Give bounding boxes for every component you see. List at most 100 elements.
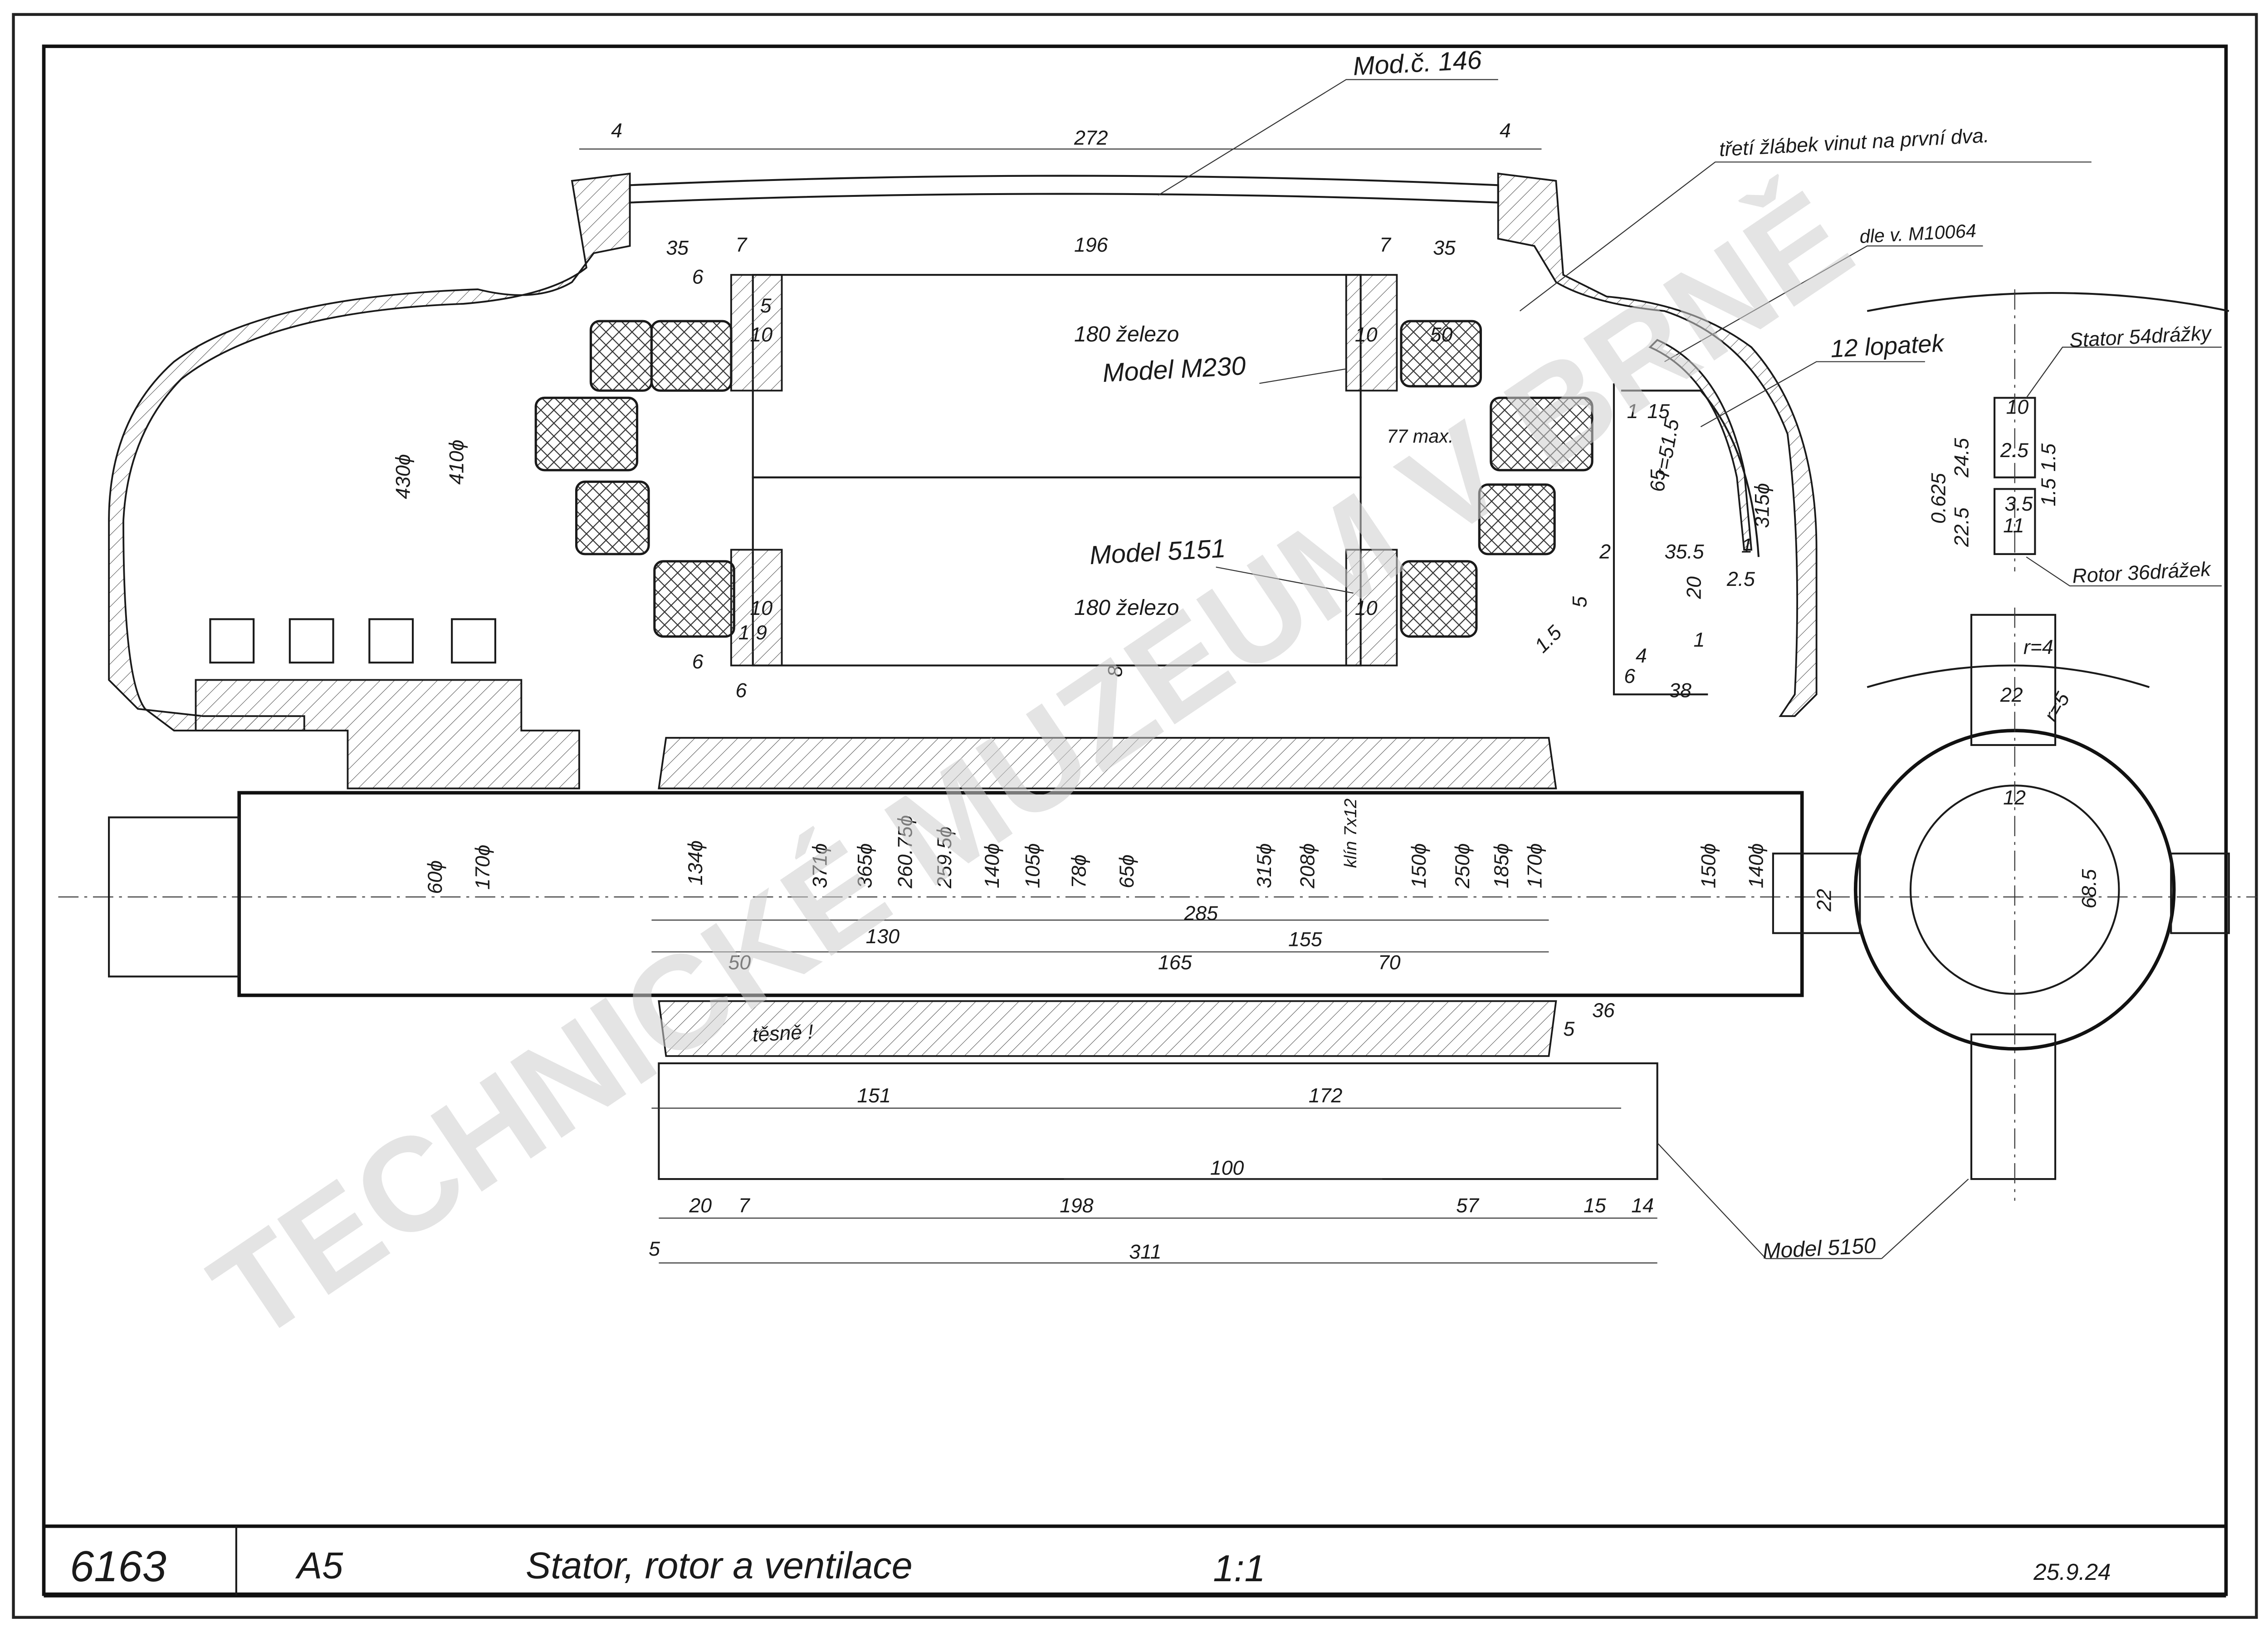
dimension-fan: 38 (1669, 680, 1691, 702)
annotation-model-5151: Model 5151 (1089, 534, 1226, 570)
dimension-housing-dia: 430ϕ (392, 454, 415, 499)
rotor-sleeve-upper (658, 737, 1557, 789)
drawing-number: 6163 (70, 1542, 166, 1591)
dimension-shaft-dia: 365ϕ (854, 843, 876, 888)
dimension-core-lower: 6 (692, 651, 704, 673)
dimension-core-lower: 9 (756, 622, 767, 644)
dimension-shaft-len: 50 (728, 951, 751, 974)
drawing-format: A5 (295, 1544, 343, 1587)
dimension-shaft-dia: 78ϕ (1068, 854, 1090, 888)
rotor-sleeve-lower (658, 1000, 1557, 1057)
dimension-shaft-len: 7 (738, 1194, 751, 1217)
left-bearing-hub (195, 679, 580, 789)
fan-guide (1648, 339, 1753, 551)
commutator-segments (209, 618, 496, 664)
dimension-fan: 2 (1599, 541, 1611, 563)
dimension-slot-detail: 1.5 (2038, 443, 2060, 472)
dimension-fan: 1 (1627, 400, 1638, 423)
dimension-shaft-len: 198 (1060, 1194, 1094, 1217)
dimension-shaft-dia: 170ϕ (472, 845, 494, 890)
dimension-shaft-dia: 140ϕ (981, 843, 1003, 888)
shaft-cross-section (1772, 607, 2230, 1201)
annotation-twelve-blades: 12 lopatek (1830, 330, 1946, 363)
dimension-shaft-dia: 150ϕ (1697, 843, 1720, 888)
dimension-shaft-dia: 250ϕ (1452, 843, 1474, 888)
dimension-cross-section: 22 (1813, 889, 1836, 912)
dimension-shaft-len: 20 (689, 1194, 712, 1217)
dimension-cross-section: r=4 (2024, 636, 2053, 658)
dimension-top: 4 (1500, 120, 1511, 142)
housing-right-shield (1497, 172, 1818, 717)
title-block: 6163 A5 Stator, rotor a ventilace 1:1 25.9.2… (70, 1542, 2111, 1591)
dimension-fan: 6 (1624, 665, 1635, 687)
dimension-top: 7 (735, 234, 748, 256)
dimension-fan: 5 (1569, 596, 1591, 608)
dimension-shaft-dia: 65ϕ (1116, 854, 1138, 888)
dimension-cross-section: 68.5 (2078, 869, 2100, 908)
dimension-shaft-dia: 260.75ϕ (894, 815, 917, 888)
dimension-top: 10 (750, 324, 772, 346)
dimension-fan: 315ϕ (1751, 483, 1773, 528)
annotation-mod-146: Mod.č. 146 (1352, 45, 1482, 81)
dimension-shaft-len: 70 (1378, 951, 1401, 974)
dimension-shaft-len: 165 (1158, 951, 1192, 974)
dimension-slot-detail: 11 (2003, 515, 2024, 537)
dimension-shaft-len: 285 (1183, 902, 1218, 925)
stator-end-plate-left (730, 274, 783, 392)
dimension-slot-detail: 24.5 (1951, 438, 1973, 478)
dimension-shaft-len: 5 (649, 1238, 660, 1260)
dimension-shaft-len: 172 (1309, 1085, 1343, 1107)
dimension-top: 35 (666, 237, 689, 259)
dimension-top: 35 (1433, 237, 1456, 259)
dimension-shaft-len: 5 (1563, 1018, 1574, 1040)
annotation-key: klín 7x12 (1341, 799, 1360, 868)
dimension-shaft-dia: 208ϕ (1297, 843, 1319, 888)
dimension-shaft-dia: 60ϕ (424, 860, 446, 894)
dimension-fan: 1 (1693, 629, 1705, 651)
sheet-border (12, 13, 2258, 1619)
dimension-shaft-dia: 315ϕ (1253, 843, 1276, 888)
dimension-top: 10 (1355, 324, 1378, 346)
dimension-shaft-dia: 170ϕ (1524, 843, 1546, 888)
slot-detail (1867, 289, 2229, 572)
dimension-fan: 65 (1647, 469, 1669, 492)
dimension-core-lower: 8 (1104, 666, 1126, 677)
dimension-top: 5 (760, 295, 772, 317)
dimension-slot-detail: 22.5 (1951, 507, 1973, 547)
dimension-shaft-dia: 150ϕ (1408, 843, 1430, 888)
annotation-max77: 77 max. (1387, 425, 1454, 447)
dimension-shaft-dia: 140ϕ (1745, 843, 1768, 888)
annotation-model-5150: Model 5150 (1762, 1233, 1877, 1263)
dimension-shaft-len: 57 (1456, 1194, 1480, 1217)
annotation-iron-bottom: 180 železo (1074, 596, 1179, 620)
dimension-shaft-dia: 259.5ϕ (934, 826, 956, 889)
dimension-fan: 1 (1741, 535, 1753, 557)
dimension-fan: 20 (1683, 576, 1705, 599)
dimension-slot-detail: 10 (2006, 396, 2029, 418)
dimension-slot-detail: 3.5 (2004, 493, 2033, 515)
drawing-scale: 1:1 (1213, 1547, 1265, 1589)
stator-end-plate-right (1345, 274, 1398, 392)
dimension-shaft-dia: 105ϕ (1022, 843, 1044, 888)
dimension-cross-section: 12 (2003, 787, 2026, 809)
dimension-top: 196 (1074, 234, 1108, 256)
dimension-top: 7 (1379, 234, 1392, 256)
dimension-cross-section: 22 (2000, 684, 2023, 706)
shaft-left-end (108, 816, 240, 978)
dimension-shaft-len: 151 (857, 1085, 891, 1107)
rotor-end-plate-left (730, 549, 783, 667)
drawing-date: 25.9.24 (2033, 1559, 2111, 1585)
dimension-shaft-len: 15 (1584, 1194, 1606, 1217)
dimension-slot-detail: 2.5 (2000, 439, 2028, 462)
dimension-housing-dia: 410ϕ (446, 439, 468, 484)
dimension-core-lower: 1 (738, 622, 750, 644)
dimension-core-lower: 10 (1355, 597, 1378, 619)
dimension-shaft-dia: 371ϕ (809, 843, 831, 888)
dimension-shaft-len: 100 (1210, 1157, 1244, 1179)
dimension-core-lower: 10 (750, 597, 772, 619)
dimension-fan: 4 (1636, 645, 1647, 667)
drawing-title: Stator, rotor a ventilace (526, 1544, 913, 1587)
dimension-shaft-len: 311 (1129, 1241, 1161, 1263)
dimension-core-lower: 6 (735, 680, 747, 702)
